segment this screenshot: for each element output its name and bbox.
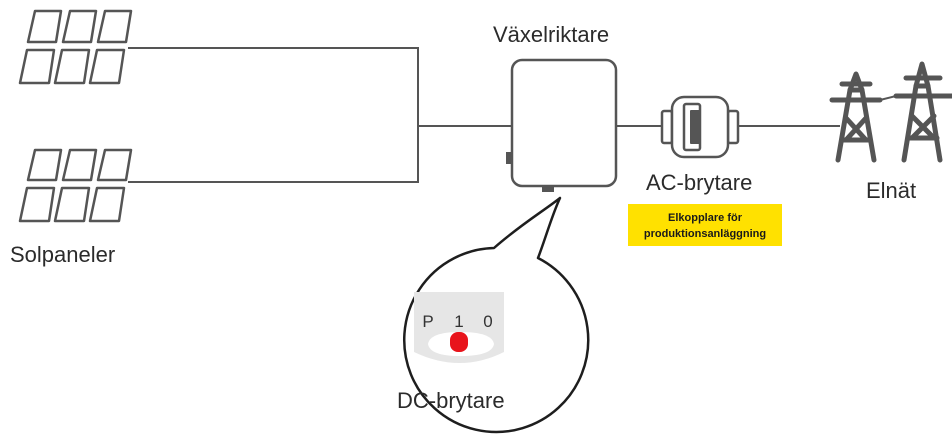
wires	[128, 47, 840, 183]
solar-panel-icon	[18, 9, 133, 223]
note-badge: Elkopplare för produktionsanläggning	[628, 204, 782, 246]
grid-label: Elnät	[866, 178, 916, 203]
ac-switch-label: AC-brytare	[646, 170, 752, 195]
note-line-1: Elkopplare för	[668, 212, 743, 224]
dc-switch-pos-0: 0	[483, 312, 492, 331]
note-line-2: produktionsanläggning	[644, 228, 766, 240]
dc-switch-icon: P 1 0	[414, 292, 504, 363]
pylon-right	[879, 61, 952, 163]
ac-switch-icon	[660, 95, 740, 159]
dc-switch-label: DC-brytare	[397, 388, 505, 413]
solar-panels-label: Solpaneler	[10, 242, 115, 267]
power-pylon-icon	[829, 61, 952, 163]
inverter-icon	[506, 58, 618, 192]
dc-switch-pos-1: 1	[454, 312, 463, 331]
wire-panels-top	[128, 47, 419, 183]
pylon-left	[829, 71, 883, 163]
inverter-label: Växelriktare	[493, 22, 609, 47]
solar-panel-group-top	[18, 9, 133, 85]
solar-panel-group-bottom	[18, 148, 133, 223]
dc-switch-pos-p: P	[422, 312, 433, 331]
